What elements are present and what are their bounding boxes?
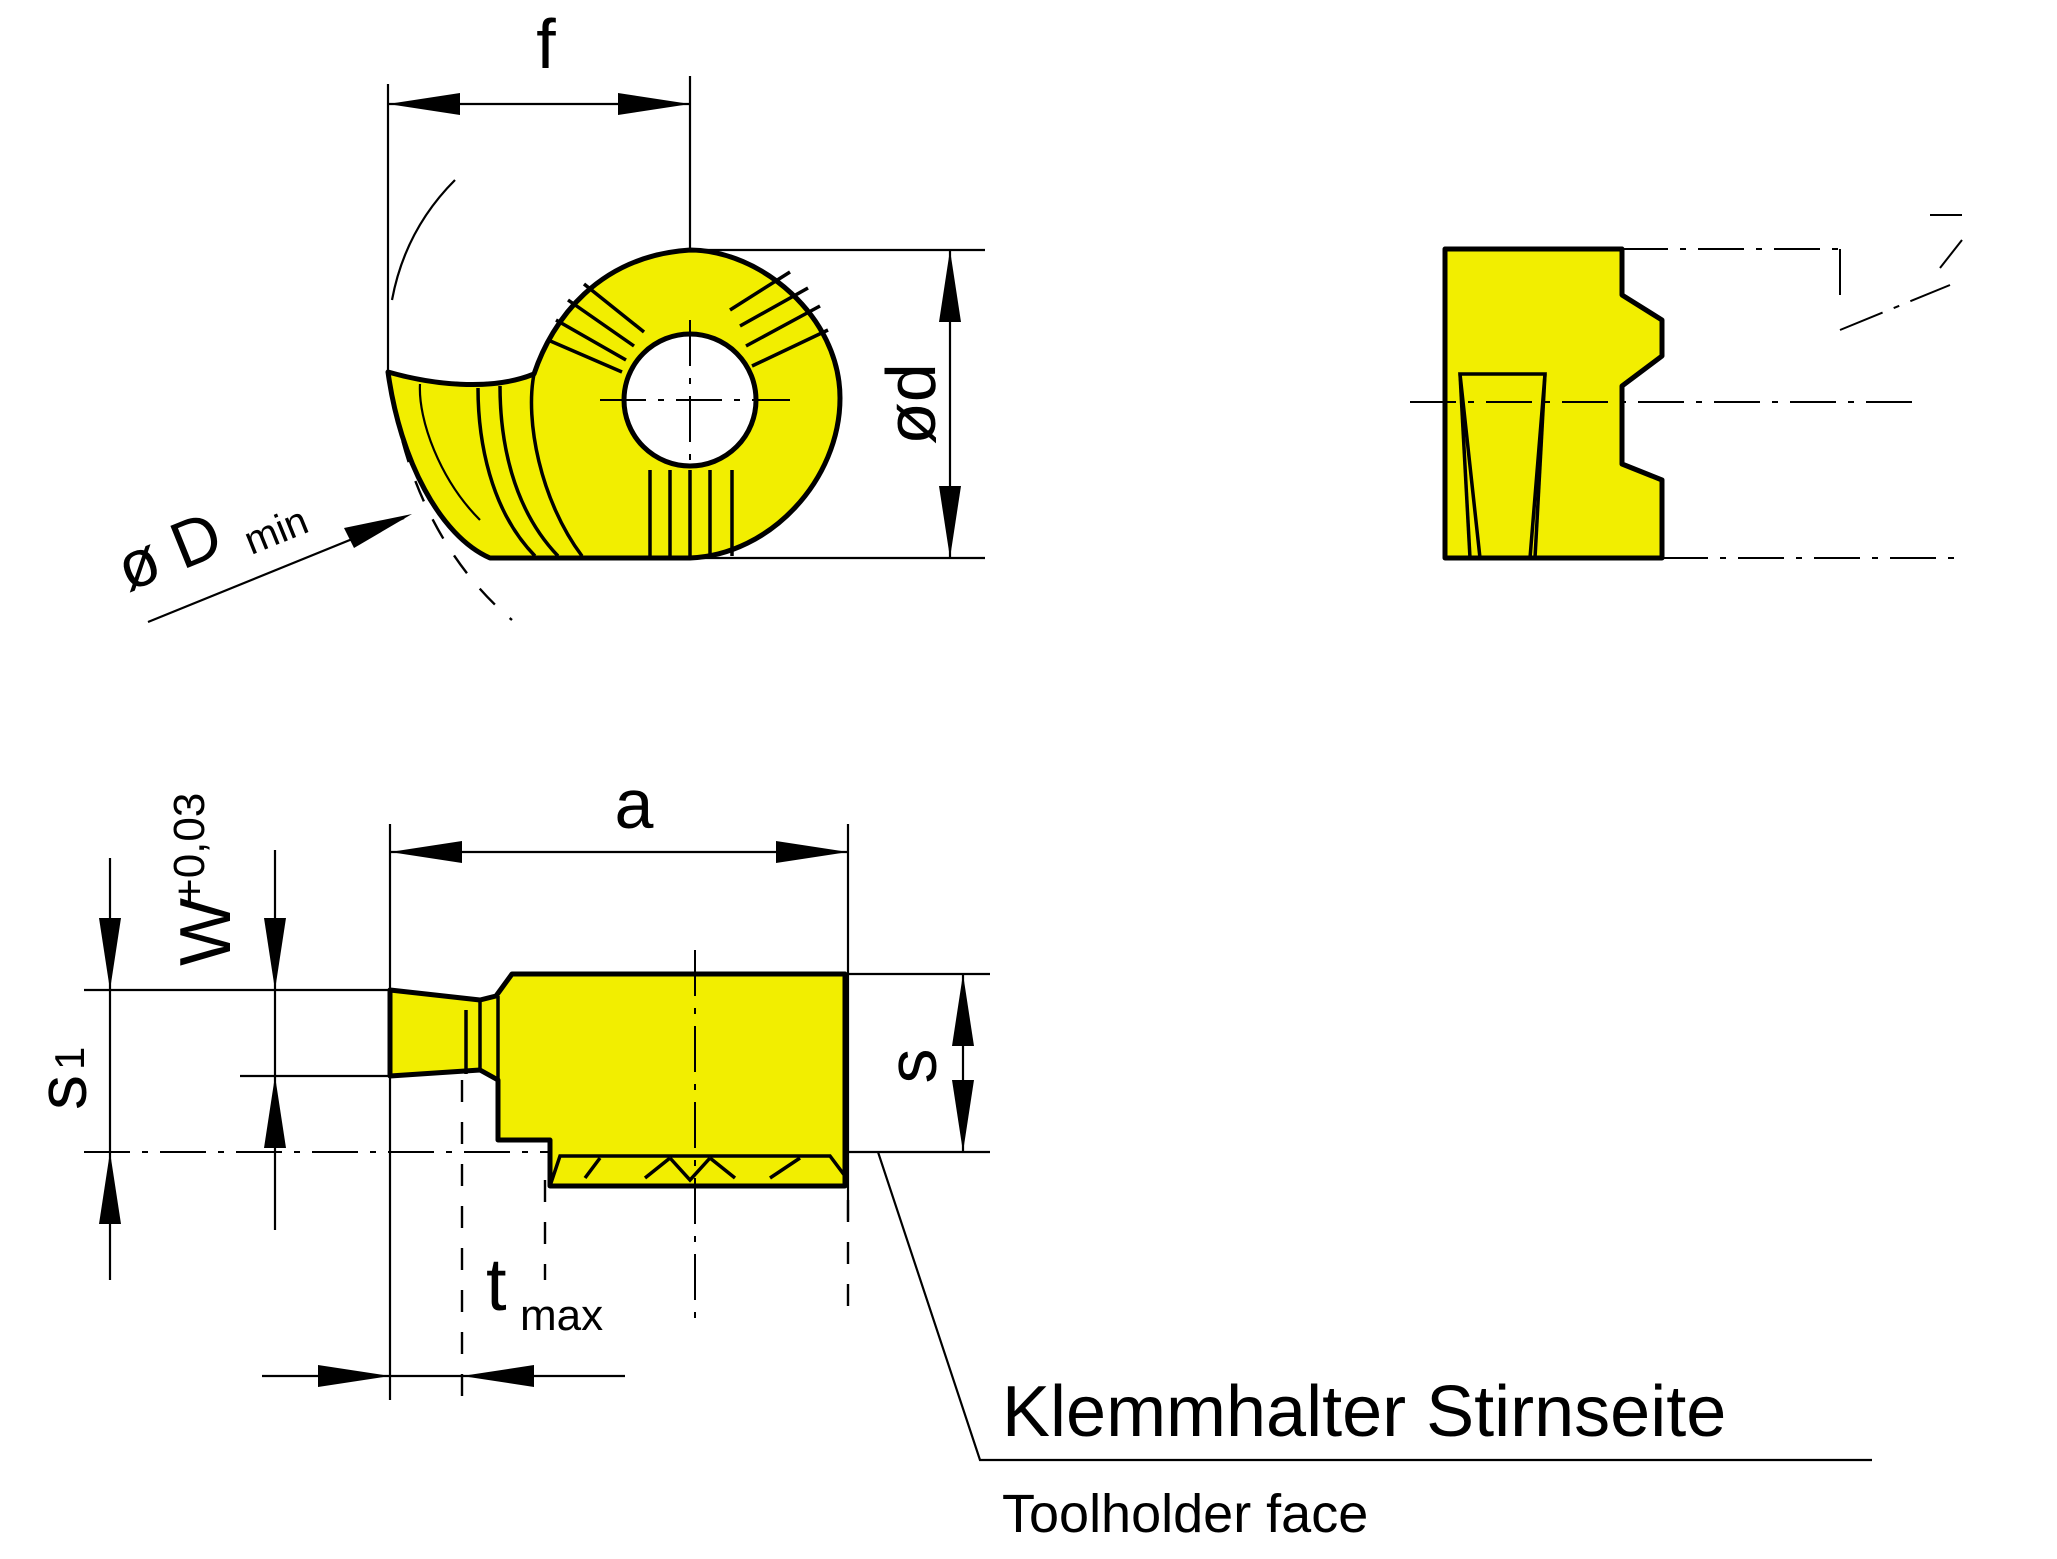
label-W-tolerance: +0,03 — [165, 793, 214, 904]
label-s1: s — [23, 1075, 101, 1110]
insert-side-body — [1442, 246, 1665, 561]
label-s1-sub: 1 — [46, 1047, 93, 1070]
label-tmax-sub: max — [520, 1291, 603, 1340]
toolholder-leader — [876, 1151, 1872, 1462]
label-W: W — [166, 898, 246, 966]
tool-arc — [390, 179, 456, 301]
label-oD-min: min — [238, 499, 314, 564]
side-view — [1410, 214, 1963, 561]
label-oD: ø D — [106, 497, 232, 605]
label-toolholder-de: Klemmhalter Stirnseite — [1002, 1372, 1726, 1452]
top-view — [84, 824, 1872, 1462]
dmin-arc — [392, 399, 513, 621]
insert-top-body — [387, 971, 848, 1189]
insert-front-body — [385, 247, 843, 561]
label-s: s — [873, 1049, 951, 1084]
front-view — [147, 76, 985, 624]
label-a: a — [615, 765, 654, 843]
label-od: ød — [872, 363, 950, 445]
label-toolholder-en: Toolholder face — [1002, 1484, 1368, 1544]
label-f: f — [536, 5, 556, 83]
label-tmax: t — [486, 1243, 507, 1326]
